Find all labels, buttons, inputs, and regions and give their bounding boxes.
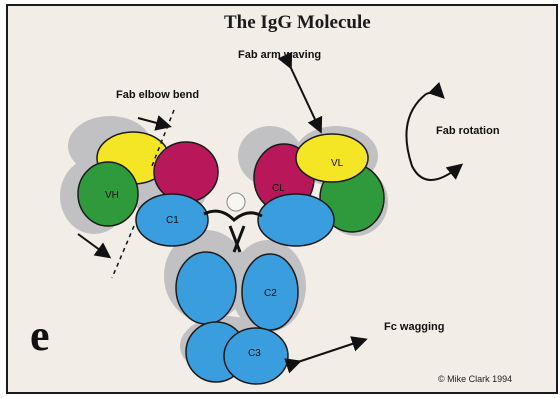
vh-domain-label: VH <box>105 190 119 201</box>
fab-arm-waving-label: Fab arm waving <box>238 49 321 61</box>
fc-wagging-label: Fc wagging <box>384 321 445 333</box>
vl-domain-label: VL <box>331 158 344 169</box>
elbow-arrow-upper <box>138 118 168 126</box>
igg-diagram: The IgG Molecule VH C1 CL VL <box>8 6 556 392</box>
fab-rotation-arrow <box>406 94 460 180</box>
elbow-arrow-lower <box>78 234 108 256</box>
ch3-domain-label: C3 <box>248 348 261 359</box>
figure-title: The IgG Molecule <box>224 12 371 33</box>
credit-text: © Mike Clark 1994 <box>438 374 512 384</box>
fc-wagging-arrow <box>298 340 364 362</box>
left-light-constant-domain <box>154 142 218 202</box>
fc-left-ch2-domain <box>176 252 236 324</box>
panel-letter: e <box>30 311 50 360</box>
left-ch1-domain-label: C1 <box>166 215 179 226</box>
ch2-domain-label: C2 <box>264 288 277 299</box>
fab-rotation-arrow-tip <box>426 92 442 96</box>
elbow-axis-lower <box>112 226 134 278</box>
right-heavy-constant-domain <box>258 194 334 246</box>
fab-arm-waving-arrow <box>290 66 320 130</box>
fab-rotation-label: Fab rotation <box>436 125 500 137</box>
cl-domain-label: CL <box>272 183 285 194</box>
figure-frame: The IgG Molecule VH C1 CL VL <box>6 4 558 394</box>
fab-elbow-bend-label: Fab elbow bend <box>116 89 199 101</box>
